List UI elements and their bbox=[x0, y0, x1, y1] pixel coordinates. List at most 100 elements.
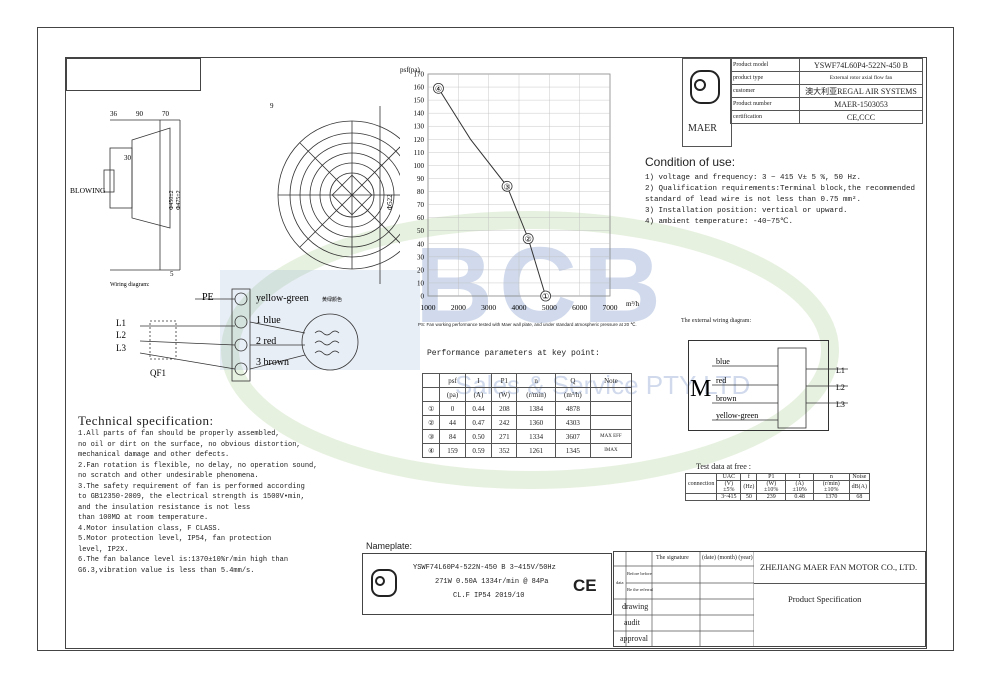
tech-line: no oil or dirt on the surface, no obviou… bbox=[78, 440, 301, 449]
title-block-grid bbox=[614, 552, 754, 646]
perf-head bbox=[421, 373, 441, 388]
x-tick-label: 2000 bbox=[451, 303, 466, 312]
perf-head: (m³/h) bbox=[554, 387, 591, 402]
chart-point-label: ② bbox=[525, 235, 532, 244]
chart-point bbox=[540, 290, 552, 302]
perf-cell: IMAX bbox=[589, 443, 633, 458]
tb-side: Before before bbox=[627, 571, 652, 576]
perf-cell: ② bbox=[421, 415, 441, 430]
perf-cell: 4303 bbox=[554, 415, 591, 430]
ext-wire-label: red bbox=[716, 376, 726, 385]
y-tick-label: 140 bbox=[414, 110, 425, 118]
watermark-logo-text: BCB bbox=[415, 224, 667, 345]
x-tick-label: 6000 bbox=[572, 303, 587, 312]
test-head: (r/min) ±10% bbox=[813, 480, 850, 494]
hdr-label: product type bbox=[730, 71, 800, 85]
perf-cell: MAX EFF bbox=[589, 429, 633, 444]
perf-cell: 0.47 bbox=[464, 415, 493, 430]
tech-line: 6.The fan balance level is:1370±10%r/min… bbox=[78, 556, 289, 564]
perf-cell: 352 bbox=[491, 443, 518, 458]
tb-col-date: (date) (month) (year) bbox=[702, 555, 753, 561]
chart-note: PS: Fan working performance tested with … bbox=[418, 322, 637, 327]
perf-head: (A) bbox=[464, 387, 493, 402]
fan-mechanical-drawing: 36 90 70 9 30 5 BLOWING Wiring diagram: … bbox=[70, 102, 400, 288]
perf-cell: 208 bbox=[491, 401, 518, 416]
test-head: UAC bbox=[716, 473, 742, 481]
perf-head bbox=[589, 387, 633, 402]
wire-label: 2 red bbox=[256, 336, 276, 347]
perf-head: (pa) bbox=[439, 387, 466, 402]
chart-xlabel: m³/h bbox=[626, 300, 639, 308]
y-tick-label: 20 bbox=[417, 266, 425, 274]
test-cell: 68 bbox=[848, 493, 871, 501]
tb-company-cell: ZHEJIANG MAER FAN MOTOR CO., LTD. bbox=[754, 552, 925, 584]
perf-cell: 84 bbox=[439, 429, 466, 444]
technical-specification: Technical specification: 1.All parts of … bbox=[78, 413, 318, 576]
chart-point-label: ③ bbox=[503, 182, 510, 191]
perf-head: (W) bbox=[491, 387, 518, 402]
chart-ticks: 0102030405060708090100110120130140150160… bbox=[414, 71, 618, 313]
motor-symbol: M bbox=[690, 376, 711, 402]
dim-diameter: Φ450±2 bbox=[169, 190, 175, 210]
ext-wire-label: blue bbox=[716, 357, 730, 366]
y-tick-label: 120 bbox=[414, 136, 425, 144]
wire-cn-label: 黄绿颜色 bbox=[322, 296, 342, 303]
tb-document-title: Product Specification bbox=[788, 594, 862, 604]
perf-head: (r/min) bbox=[516, 387, 556, 402]
y-tick-label: 150 bbox=[414, 97, 425, 105]
tb-date: data bbox=[616, 580, 624, 585]
perf-cell: 1384 bbox=[516, 401, 556, 416]
hdr-label: customer bbox=[730, 84, 800, 98]
perf-cell: 1345 bbox=[554, 443, 591, 458]
test-head: (Hz) bbox=[740, 480, 758, 494]
condition-line: 2) Qualification requirements:Terminal b… bbox=[645, 185, 916, 193]
perf-cell bbox=[589, 401, 633, 416]
tech-line: G6.3,vibration value is less than 5.4mm/… bbox=[78, 566, 255, 575]
x-tick-label: 7000 bbox=[603, 303, 618, 312]
ext-line-label: L3 bbox=[836, 400, 845, 409]
tb-side: Be the referral bbox=[627, 587, 653, 592]
performance-curve bbox=[438, 88, 547, 297]
nameplate-line: CL.F IP54 2019/10 bbox=[453, 592, 525, 600]
ext-line-label: L1 bbox=[836, 366, 845, 375]
performance-curve-chart: 0102030405060708090100110120130140150160… bbox=[400, 66, 639, 313]
tech-line: to GB12350-2009, the electrical strength… bbox=[78, 493, 305, 501]
test-head: n bbox=[813, 473, 850, 481]
tb-company: ZHEJIANG MAER FAN MOTOR CO., LTD. bbox=[760, 562, 918, 572]
tech-line: level, IP2X. bbox=[78, 545, 129, 554]
watermark-graphic bbox=[220, 211, 839, 489]
y-tick-label: 170 bbox=[414, 71, 425, 79]
tech-line: 1.All parts of fan should be properly as… bbox=[78, 430, 280, 438]
test-cell: 239 bbox=[756, 493, 787, 501]
test-cell: 50 bbox=[740, 493, 758, 501]
perf-cell bbox=[589, 415, 633, 430]
perf-cell: 1334 bbox=[516, 429, 556, 444]
chart-point bbox=[501, 180, 513, 192]
condition-line: standard of lead wire is not less than 0… bbox=[645, 196, 862, 204]
hdr-value: CE,CCC bbox=[799, 110, 923, 124]
y-tick-label: 10 bbox=[417, 279, 425, 287]
dim-text: 30 bbox=[124, 154, 132, 162]
perf-cell: 0.44 bbox=[464, 401, 493, 416]
x-tick-label: 4000 bbox=[512, 303, 527, 312]
maer-logo-text: MAER bbox=[688, 123, 717, 134]
condition-line: 1) voltage and frequency: 3 ~ 415 V± 5 %… bbox=[645, 174, 862, 182]
perf-cell: 3607 bbox=[554, 429, 591, 444]
hdr-label: Product model bbox=[730, 58, 800, 72]
line-label: L1 bbox=[116, 318, 126, 328]
test-head: dB(A) bbox=[848, 480, 871, 494]
y-tick-label: 90 bbox=[417, 175, 425, 183]
wire-label: 3 brown bbox=[256, 357, 289, 368]
drawing-sheet-border bbox=[37, 27, 954, 651]
line-label: L2 bbox=[116, 330, 126, 340]
chart-point bbox=[433, 82, 444, 94]
hdr-value: YSWF74L60P4-522N-450 B bbox=[799, 58, 923, 72]
hdr-value: MAER-1503053 bbox=[799, 97, 923, 111]
perf-cell: 271 bbox=[491, 429, 518, 444]
dim-text: 9 bbox=[270, 102, 274, 110]
tech-line: 2.Fan rotation is flexible, no delay, no… bbox=[78, 461, 318, 470]
tech-line: and the insulation resistance is not les… bbox=[78, 503, 251, 512]
